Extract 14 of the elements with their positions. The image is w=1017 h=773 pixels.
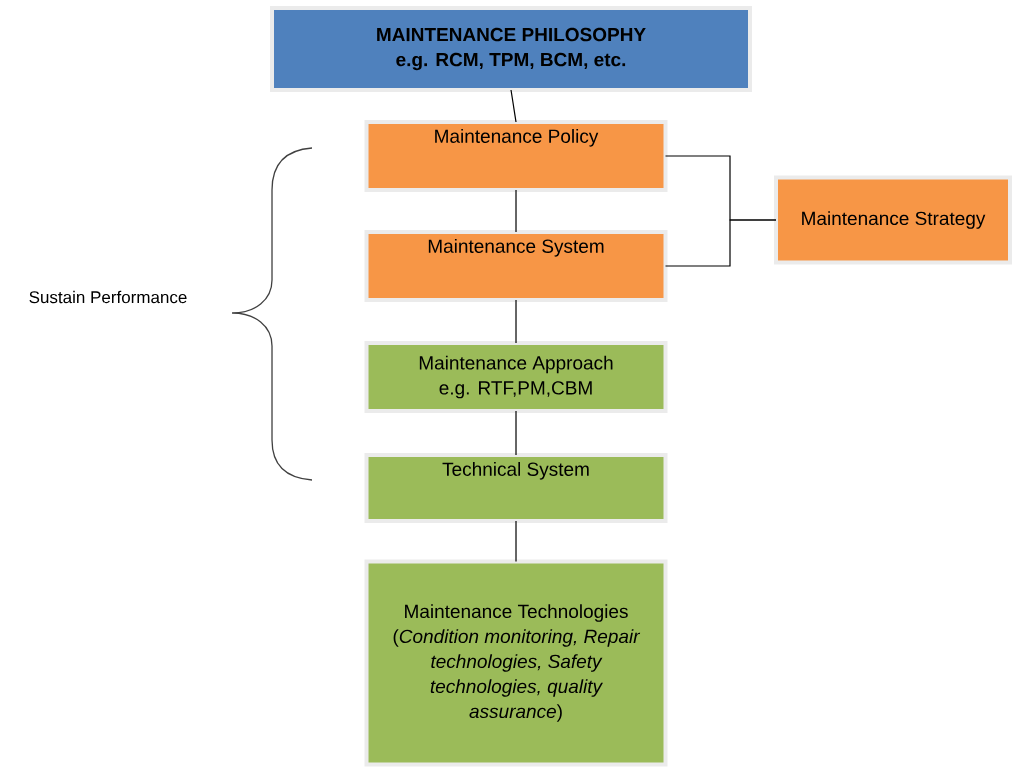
connector-line xyxy=(515,299,517,344)
connector-line xyxy=(664,219,777,267)
process-box: Maintenance Approach e.g. RTF,PM,CBM xyxy=(364,341,668,413)
process-box: Maintenance Policy xyxy=(364,120,668,192)
process-box: Maintenance System xyxy=(364,230,668,302)
process-box: Maintenance Technologies (Condition monitoring, Repair technologies, Safety technologies, quality assurance) xyxy=(364,559,668,767)
connector-line xyxy=(515,410,517,456)
process-box: Technical System xyxy=(364,453,668,523)
side-label: Sustain Performance xyxy=(29,290,187,304)
connector-line xyxy=(515,520,517,563)
process-box: Maintenance Strategy xyxy=(774,175,1012,265)
connector-line xyxy=(510,89,517,123)
heading-box: MAINTENANCE PHILOSOPHY e.g. RCM, TPM, BCM, etc. xyxy=(270,6,752,92)
connector-line xyxy=(515,189,517,233)
